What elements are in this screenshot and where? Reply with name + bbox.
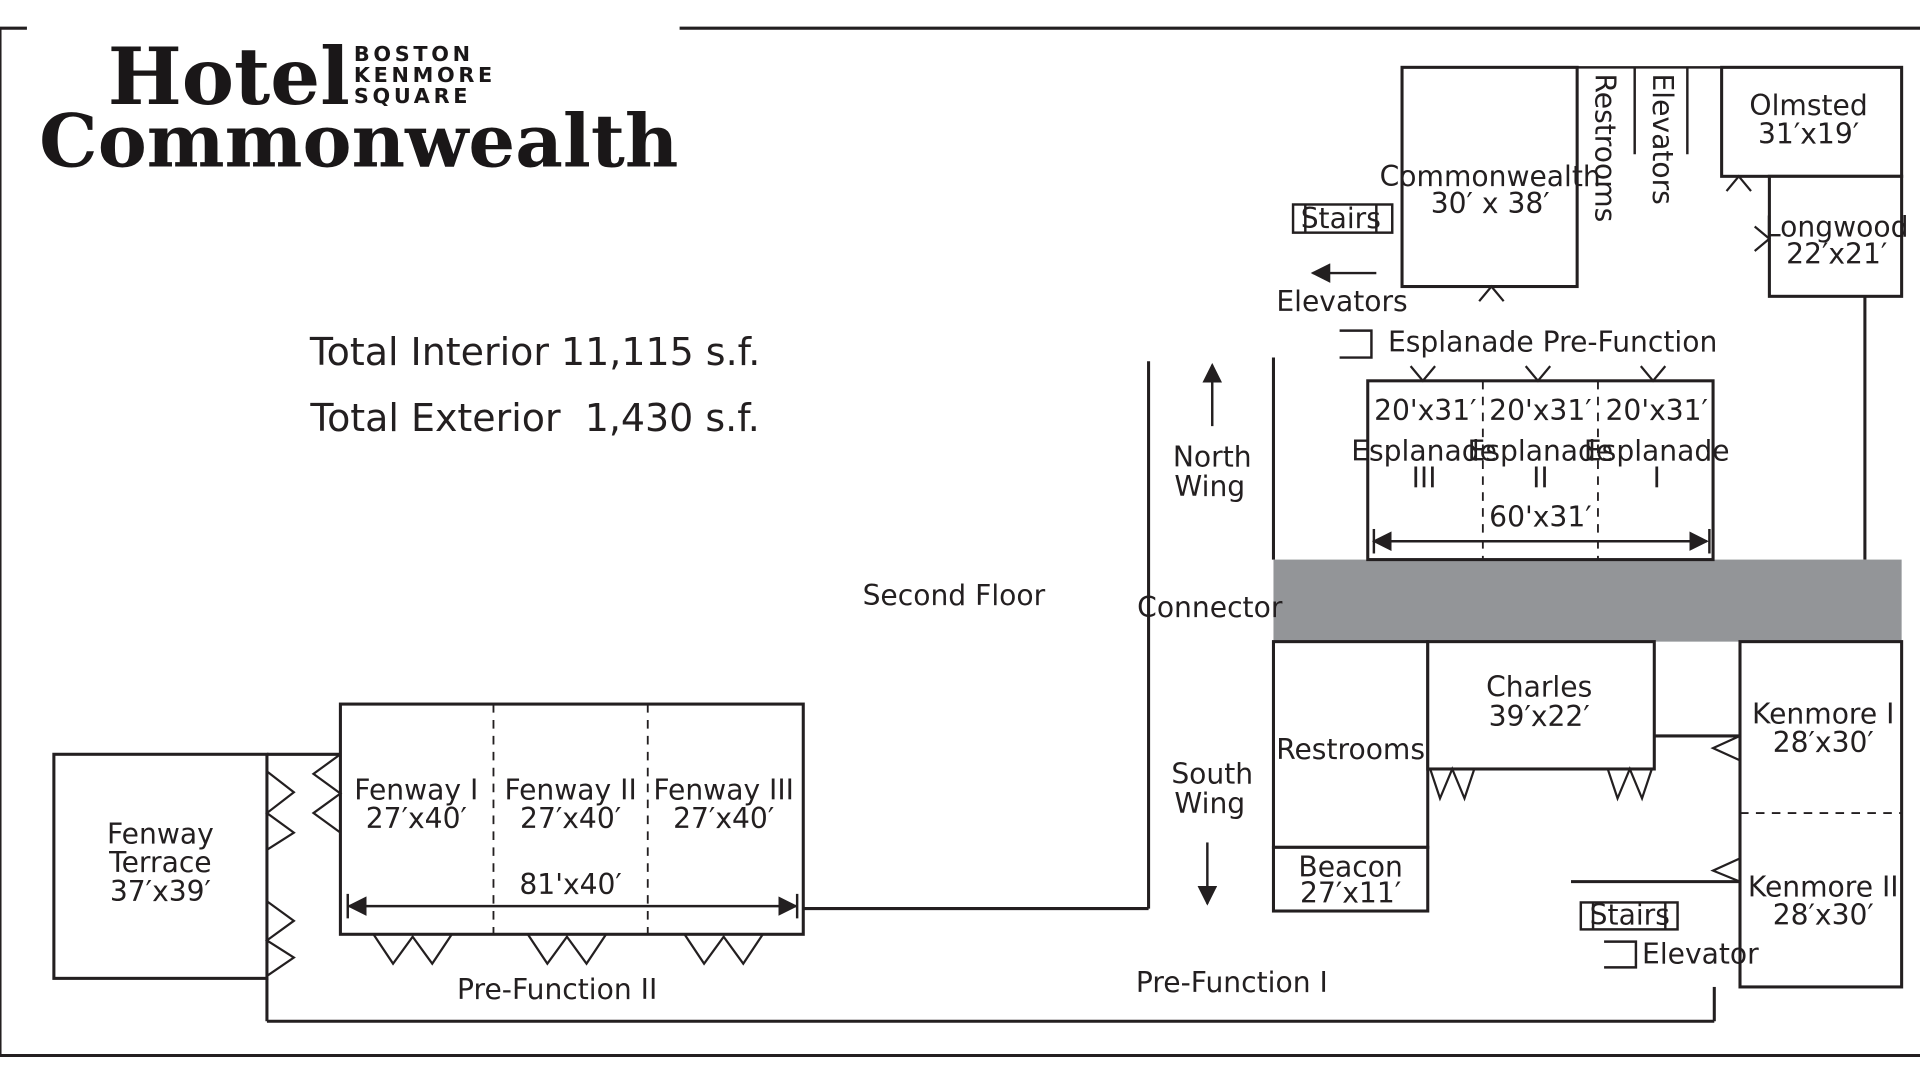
room-fenway[interactable]: Fenway I 27′x40′ Fenway II 27′x40′ Fenwa… (311, 702, 805, 966)
door-icon (1753, 225, 1772, 252)
esplanade-iii-size: 20'x31′ (1374, 394, 1476, 427)
room-name: Beacon (1298, 851, 1402, 884)
restrooms-top-label: Restrooms (1589, 73, 1622, 222)
elevator-bottom-label: Elevator (1642, 938, 1759, 971)
room-olmsted[interactable]: Olmsted 31′x19′ (1720, 65, 1904, 192)
corridor-walls (265, 293, 1867, 1023)
room-size: 22′x21′ (1786, 237, 1887, 270)
room-size: 27′x11′ (1300, 876, 1401, 909)
fenway-iii-size: 27′x40′ (673, 802, 774, 835)
esplanade-i-name: Esplanade (1584, 434, 1730, 467)
esplanade-i-size: 20'x31′ (1606, 394, 1708, 427)
pre-function-2-label: Pre-Function II (457, 973, 657, 1006)
brand-name-line1: Hotel (108, 31, 350, 123)
brand-location-line2: KENMORE (354, 63, 496, 87)
door-icon (1409, 365, 1436, 383)
fenway-ii-size: 27′x40′ (520, 802, 621, 835)
total-interior: Total Interior 11,115 s.f. (309, 330, 760, 374)
brand-name-line2: Commonwealth (39, 99, 678, 185)
stairs-top[interactable]: Stairs (1291, 202, 1394, 235)
kenmore-ii-name: Kenmore II (1748, 870, 1899, 903)
esplanade-i-num: I (1653, 461, 1661, 494)
esplanade-iii-name: Esplanade (1351, 434, 1497, 467)
elevator-symbol (1339, 329, 1373, 359)
door-icon (311, 753, 343, 834)
esplanade-ii-name: Esplanade (1468, 434, 1614, 467)
kenmore-i-name: Kenmore I (1752, 698, 1894, 731)
room-size: 39′x22′ (1489, 700, 1590, 733)
room-name: Restrooms (1276, 733, 1425, 766)
room-name: Olmsted (1749, 89, 1867, 122)
room-beacon[interactable]: Beacon 27′x11′ (1271, 845, 1430, 913)
brand-location-line1: BOSTON (354, 42, 474, 66)
north-wing-label-1: North (1173, 441, 1252, 474)
door-icon (1710, 857, 1741, 883)
room-name-line2: Terrace (108, 846, 211, 879)
pre-function-1-label: Pre-Function I (1136, 966, 1328, 999)
door-icon (1478, 284, 1505, 302)
door-icon (1429, 766, 1476, 802)
room-fenway-terrace[interactable]: Fenway Terrace 37′x39′ (52, 752, 296, 980)
second-floor-label: Second Floor (863, 579, 1046, 612)
south-wing-label-1: South (1171, 758, 1253, 791)
room-size: 31′x19′ (1758, 117, 1859, 150)
room-size: 30′ x 38′ (1431, 187, 1550, 220)
esplanade-ii-num: II (1532, 461, 1549, 494)
stairs-top-label: Stairs (1301, 202, 1381, 235)
brand-location-line3: SQUARE (354, 84, 471, 108)
esplanade-ii-size: 20'x31′ (1489, 394, 1591, 427)
total-exterior: Total Exterior 1,430 s.f. (309, 396, 760, 440)
door-icon (1606, 766, 1653, 802)
room-size: 37′x39′ (110, 875, 211, 908)
door-icon (265, 770, 296, 851)
connector-band (1273, 559, 1902, 642)
room-name-line1: Fenway (107, 818, 214, 851)
north-wing-label-2: Wing (1174, 470, 1245, 503)
kenmore-i-size: 28′x30′ (1773, 726, 1874, 759)
room-commonwealth[interactable]: Commonwealth 30′ x 38′ (1380, 65, 1601, 302)
door-icon (264, 900, 296, 977)
room-esplanade[interactable]: 20'x31′ Esplanade III 20'x31′ Esplanade … (1351, 365, 1730, 562)
door-icon (1524, 365, 1552, 383)
door-icon (1639, 365, 1667, 383)
elevators-top-label: Elevators (1646, 73, 1679, 204)
elevators-left-label: Elevators (1276, 285, 1407, 318)
room-restrooms[interactable]: Restrooms (1271, 640, 1430, 849)
room-name: Charles (1486, 671, 1592, 704)
door-icon (1725, 174, 1752, 192)
room-name: Commonwealth (1380, 160, 1601, 193)
fenway-total-size: 81'x40′ (519, 868, 621, 901)
esplanade-total-size: 60'x31′ (1489, 501, 1591, 534)
esplanade-iii-num: III (1412, 461, 1437, 494)
room-kenmore[interactable]: Kenmore I 28′x30′ Kenmore II 28′x30′ (1710, 640, 1904, 989)
kenmore-ii-size: 28′x30′ (1773, 898, 1874, 931)
south-wing-label-2: Wing (1174, 787, 1245, 820)
brand-logo: Hotel Commonwealth BOSTON KENMORE SQUARE (39, 31, 678, 184)
esplanade-pre-function-label: Esplanade Pre-Function (1388, 325, 1717, 358)
door-icon (1710, 734, 1741, 762)
stairs-bottom-label: Stairs (1590, 898, 1670, 931)
connector-label: Connector (1137, 591, 1283, 624)
door-icon (372, 933, 453, 966)
room-name: Longwood (1765, 210, 1909, 243)
fenway-ii-name: Fenway II (504, 774, 636, 807)
outer-frame (0, 26, 1920, 1058)
elevator-bottom-symbol (1604, 940, 1638, 969)
door-icon (683, 933, 764, 966)
fenway-i-size: 27′x40′ (366, 802, 467, 835)
door-icon (526, 933, 608, 966)
room-charles[interactable]: Charles 39′x22′ (1426, 640, 1656, 802)
room-longwood[interactable]: Longwood 22′x21′ (1753, 174, 1909, 298)
fenway-i-name: Fenway I (354, 774, 478, 807)
stairs-bottom[interactable]: Stairs (1579, 898, 1679, 931)
fenway-iii-name: Fenway III (653, 774, 794, 807)
